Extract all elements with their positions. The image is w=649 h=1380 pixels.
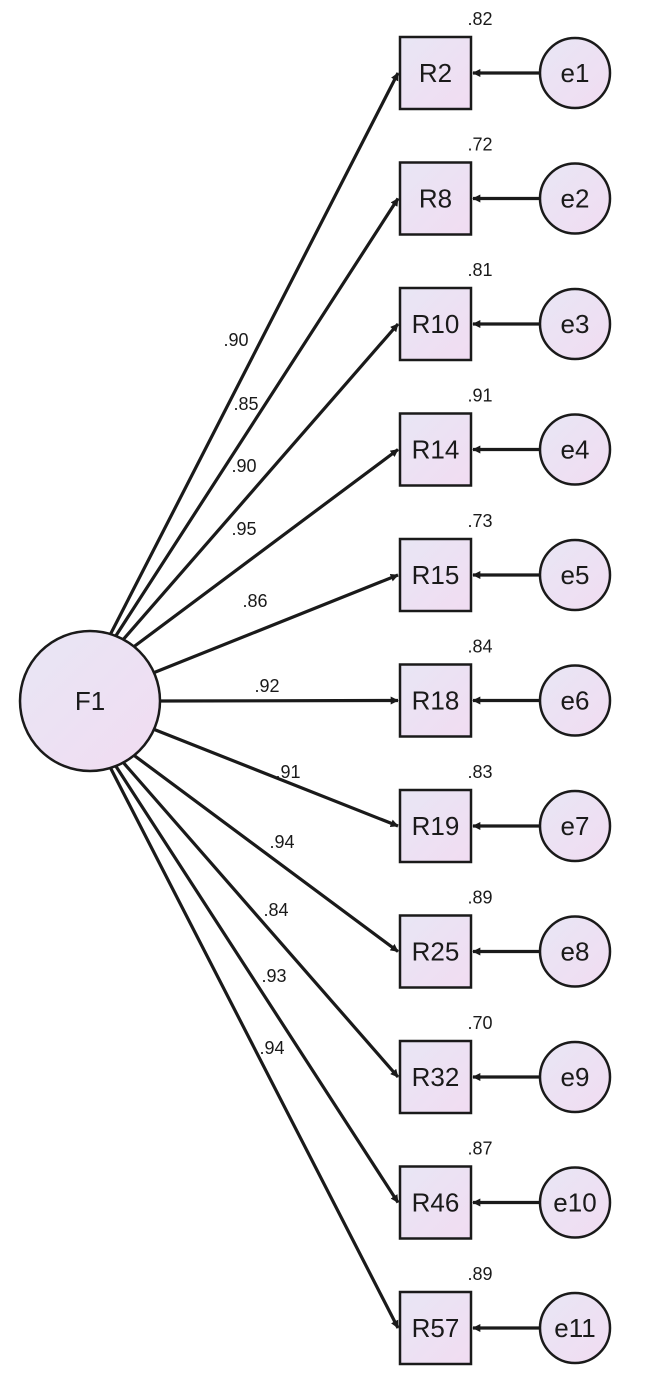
loading-arrow-r19 bbox=[147, 725, 399, 828]
error-e7-label: e7 bbox=[561, 811, 590, 841]
indicator-r2-label: R2 bbox=[419, 58, 452, 88]
error-e1-label: e1 bbox=[561, 58, 590, 88]
indicator-r10-box bbox=[398, 286, 473, 362]
loading-label-r14: .95 bbox=[231, 519, 256, 539]
error-e10-node bbox=[538, 1166, 612, 1239]
indicator-r57-box bbox=[398, 1290, 473, 1366]
error-e5-label: e5 bbox=[561, 560, 590, 590]
indicator-r32-r2: .70 bbox=[467, 1013, 492, 1033]
error-e1-node bbox=[538, 36, 612, 110]
error-e2-node bbox=[538, 162, 612, 235]
loading-arrow-r32 bbox=[106, 743, 400, 1079]
loading-arrow-r15 bbox=[147, 573, 399, 677]
error-e8-node bbox=[538, 915, 612, 988]
indicator-r15-label: R15 bbox=[412, 560, 460, 590]
error-e3-label: e3 bbox=[561, 309, 590, 339]
error-e10-label: e10 bbox=[553, 1188, 596, 1218]
error-e5-node bbox=[538, 538, 612, 612]
error-e4-node bbox=[538, 413, 612, 486]
indicator-r32-label: R32 bbox=[412, 1062, 460, 1092]
path-arrows bbox=[106, 69, 540, 1332]
loading-arrow-r57 bbox=[106, 762, 400, 1329]
factor-f1-label: F1 bbox=[75, 686, 105, 716]
indicator-r46-box bbox=[398, 1165, 473, 1240]
loading-label-r18: .92 bbox=[254, 676, 279, 696]
loading-arrow-r10 bbox=[106, 322, 400, 659]
loading-label-r15: .86 bbox=[242, 591, 267, 611]
indicator-r46-label: R46 bbox=[412, 1188, 460, 1218]
indicator-r25-box bbox=[398, 914, 473, 989]
error-e9-label: e9 bbox=[561, 1062, 590, 1092]
indicator-r14-r2: .91 bbox=[467, 386, 492, 406]
indicator-r8-r2: .72 bbox=[467, 135, 492, 155]
loading-label-r32: .84 bbox=[263, 900, 288, 920]
error-e6-label: e6 bbox=[561, 686, 590, 716]
indicator-r25-label: R25 bbox=[412, 937, 460, 967]
indicator-r57-r2: .89 bbox=[467, 1264, 492, 1284]
indicator-r18-box bbox=[398, 663, 473, 738]
error-e9-node bbox=[538, 1040, 612, 1114]
indicator-r18-label: R18 bbox=[412, 686, 460, 716]
indicator-r8-label: R8 bbox=[419, 184, 452, 214]
error-e2-label: e2 bbox=[561, 184, 590, 214]
indicator-r10-r2: .81 bbox=[467, 260, 492, 280]
loading-label-r10: .90 bbox=[231, 456, 256, 476]
error-e7-node bbox=[538, 789, 612, 863]
diagram-labels: F1R2.82e1.90R8.72e2.85R10.81e3.90R14.91e… bbox=[75, 9, 597, 1343]
indicator-r15-box bbox=[398, 537, 473, 613]
indicator-r8-box bbox=[398, 161, 473, 236]
error-e3-node bbox=[538, 287, 612, 361]
loading-label-r25: .94 bbox=[269, 832, 294, 852]
indicator-r10-label: R10 bbox=[412, 309, 460, 339]
indicator-r2-r2: .82 bbox=[467, 9, 492, 29]
indicator-r46-r2: .87 bbox=[467, 1139, 492, 1159]
loading-label-r2: .90 bbox=[223, 330, 248, 350]
error-e8-label: e8 bbox=[561, 937, 590, 967]
indicator-r19-r2: .83 bbox=[467, 762, 492, 782]
loading-arrow-r18 bbox=[159, 696, 399, 705]
loading-arrow-r14 bbox=[107, 448, 399, 668]
factor-f1-node bbox=[18, 629, 162, 773]
error-e4-label: e4 bbox=[561, 435, 590, 465]
indicator-r19-label: R19 bbox=[412, 811, 460, 841]
loading-arrow-r25 bbox=[107, 734, 399, 953]
error-e6-node bbox=[538, 664, 612, 737]
indicator-r15-r2: .73 bbox=[467, 511, 492, 531]
loading-label-r8: .85 bbox=[233, 394, 258, 414]
error-e11-label: e11 bbox=[554, 1313, 595, 1343]
loading-label-r46: .93 bbox=[261, 966, 286, 986]
indicator-r32-box bbox=[398, 1039, 473, 1115]
indicator-r57-label: R57 bbox=[412, 1313, 460, 1343]
error-e11-node bbox=[538, 1291, 612, 1365]
diagram-nodes bbox=[18, 35, 612, 1366]
indicator-r25-r2: .89 bbox=[467, 888, 492, 908]
loading-arrow-r8 bbox=[106, 197, 400, 649]
loading-arrow-r46 bbox=[106, 753, 400, 1204]
indicator-r14-box bbox=[398, 412, 473, 487]
indicator-r19-box bbox=[398, 788, 473, 864]
indicator-r14-label: R14 bbox=[412, 435, 460, 465]
indicator-r2-box bbox=[398, 35, 473, 111]
loading-label-r19: .91 bbox=[275, 762, 300, 782]
loading-label-r57: .94 bbox=[259, 1038, 284, 1058]
indicator-r18-r2: .84 bbox=[467, 637, 492, 657]
loading-arrow-r2 bbox=[106, 72, 400, 640]
